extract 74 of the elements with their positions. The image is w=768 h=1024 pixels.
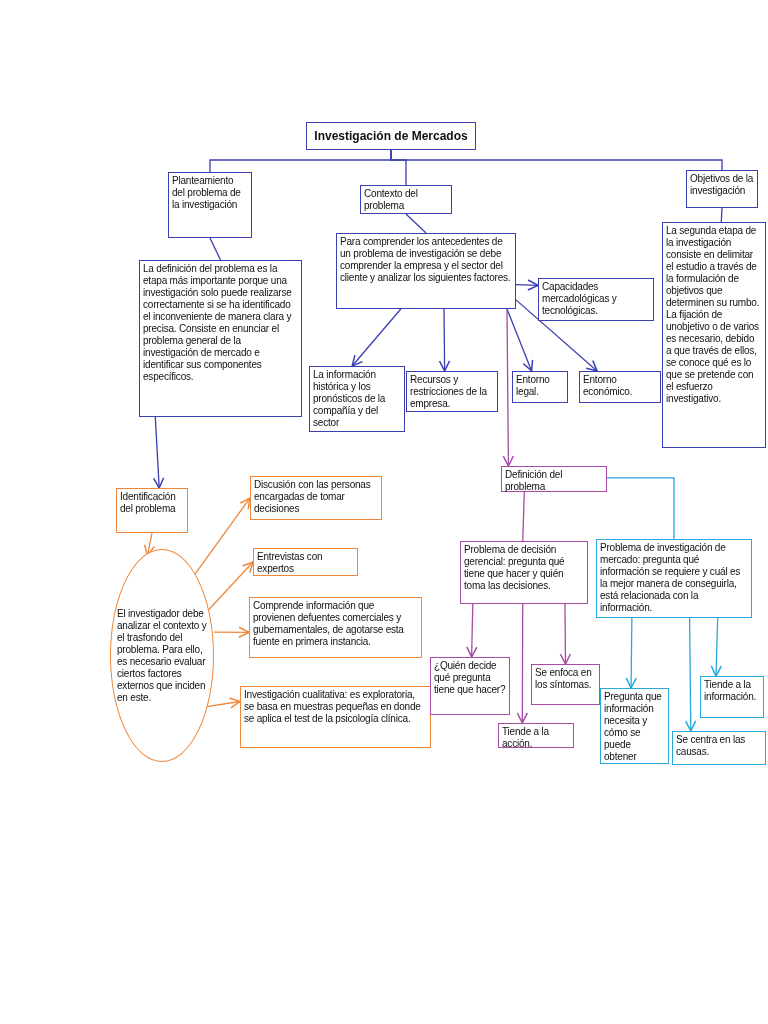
connector-line [405, 213, 427, 234]
concept-box [662, 222, 766, 448]
concept-box [501, 466, 607, 492]
concept-box [531, 664, 600, 705]
arrow [502, 308, 515, 467]
concept-box [309, 366, 405, 432]
concept-text: Problema de decisión gerencial: pregunta qué tiene que hacer y quién toma las decisiones. [464, 544, 566, 592]
concept-box [672, 731, 766, 765]
concept-text: Entorno económico. [583, 374, 634, 398]
concept-text: Tiende a la información. [704, 679, 758, 703]
arrow [438, 308, 451, 372]
concept-box [116, 488, 188, 533]
concept-box [460, 541, 588, 604]
concept-box [498, 723, 574, 748]
connector-line [720, 207, 723, 223]
concept-text: El investigador debe analizar el contexto y el trasfondo del problema. Para ello, es necesario evaluar ciertos factores externos que inciden en este. [117, 607, 208, 704]
arrow [506, 308, 534, 372]
arrow [515, 299, 598, 372]
concept-text: Entorno legal. [516, 374, 551, 398]
concept-box [600, 688, 669, 764]
concept-text: Contexto del problema [364, 188, 419, 212]
concept-box [168, 172, 252, 238]
concept-box [360, 185, 452, 214]
concept-text: Planteamiento del problema de la investigación [172, 175, 242, 211]
concept-text: Identificación del problema [120, 491, 177, 515]
title-box: Investigación de Mercados [306, 122, 476, 150]
concept-text: Comprende información que provienen defuentes comerciales y gubernamentales, de agotarse esta fuente en primera instancia. [253, 600, 405, 648]
concept-text: Tiende a la acción. [502, 726, 550, 750]
concept-box [139, 260, 302, 417]
concept-box [250, 476, 382, 520]
concept-text: Entrevistas con expertos [257, 551, 324, 575]
arrow [515, 279, 539, 291]
arrow [466, 603, 478, 658]
concept-text: Se centra en las causas. [676, 734, 747, 758]
concept-text: Discusión con las personas encargadas de tomar decisiones [254, 479, 372, 515]
concept-text: La definición del problema es la etapa más importante porque una investigación solo puede realizarse correctamente si se ha identificado el inconveniente de manera clara y precisa. Consiste en enunciar el problema general de la investigación de mercado e identificar sus componentes específicos. [143, 263, 293, 383]
concept-text: Pregunta que información necesita y cómo se puede obtener [604, 691, 663, 763]
concept-text: La información histórica y los pronósticos de la compañía y del sector [313, 369, 387, 429]
concept-text: Objetivos de la investigación [690, 173, 754, 197]
connector-line [522, 491, 525, 542]
concept-box [406, 371, 498, 412]
concept-box [538, 278, 654, 321]
concept-text: Investigación cualitativa: es exploratoria, se basa en muestras pequeñas en donde se aplica el test de la psicología clínica. [244, 689, 422, 725]
concept-box [596, 539, 752, 618]
arrow [152, 416, 165, 489]
arrow [213, 626, 250, 639]
arrow [559, 603, 572, 665]
concept-text: Definición del problema [505, 469, 564, 493]
concept-box [430, 657, 510, 715]
concept-text: Se enfoca en los síntomas. [535, 667, 593, 691]
concept-text: ¿Quién decide qué pregunta tiene que hacer? [434, 660, 506, 696]
connector-line [390, 149, 723, 171]
arrow [516, 603, 529, 724]
concept-box [700, 676, 764, 718]
connector-line [209, 237, 222, 261]
arrow [684, 617, 697, 732]
concept-box [686, 170, 758, 208]
concept-text: Capacidades mercadológicas y tecnológicas. [542, 281, 618, 317]
concept-text: Para comprender los antecedentes de un problema de investigación se debe comprender la empresa y el sector del cliente y analizar los siguientes factores. [340, 236, 512, 284]
connector-line [606, 477, 675, 540]
arrow [206, 697, 241, 709]
concept-box [512, 371, 568, 403]
concept-box [579, 371, 661, 403]
arrow [625, 617, 637, 689]
arrow [207, 561, 254, 612]
arrow [351, 308, 402, 367]
concept-text: La segunda etapa de la investigación consiste en delimitar el estudio a través de la formulación de objetivos que determinen su rumbo. La fijación de unobjetivo o de varios es necesario, debido a que través de ellos, se conoce qué es lo que se pretende con el esfuerzo investigativo. [666, 225, 761, 405]
concept-text: Recursos y restricciones de la empresa. [410, 374, 488, 410]
arrow [710, 617, 723, 677]
concept-box [240, 686, 431, 748]
concept-box [336, 233, 516, 309]
concept-box [253, 548, 358, 576]
concept-box [249, 597, 422, 658]
concept-text: Problema de investigación de mercado: pregunta qué información se requiere y cuál es la mejor manera de conseguirla, está relacionada con la información. [600, 542, 742, 614]
